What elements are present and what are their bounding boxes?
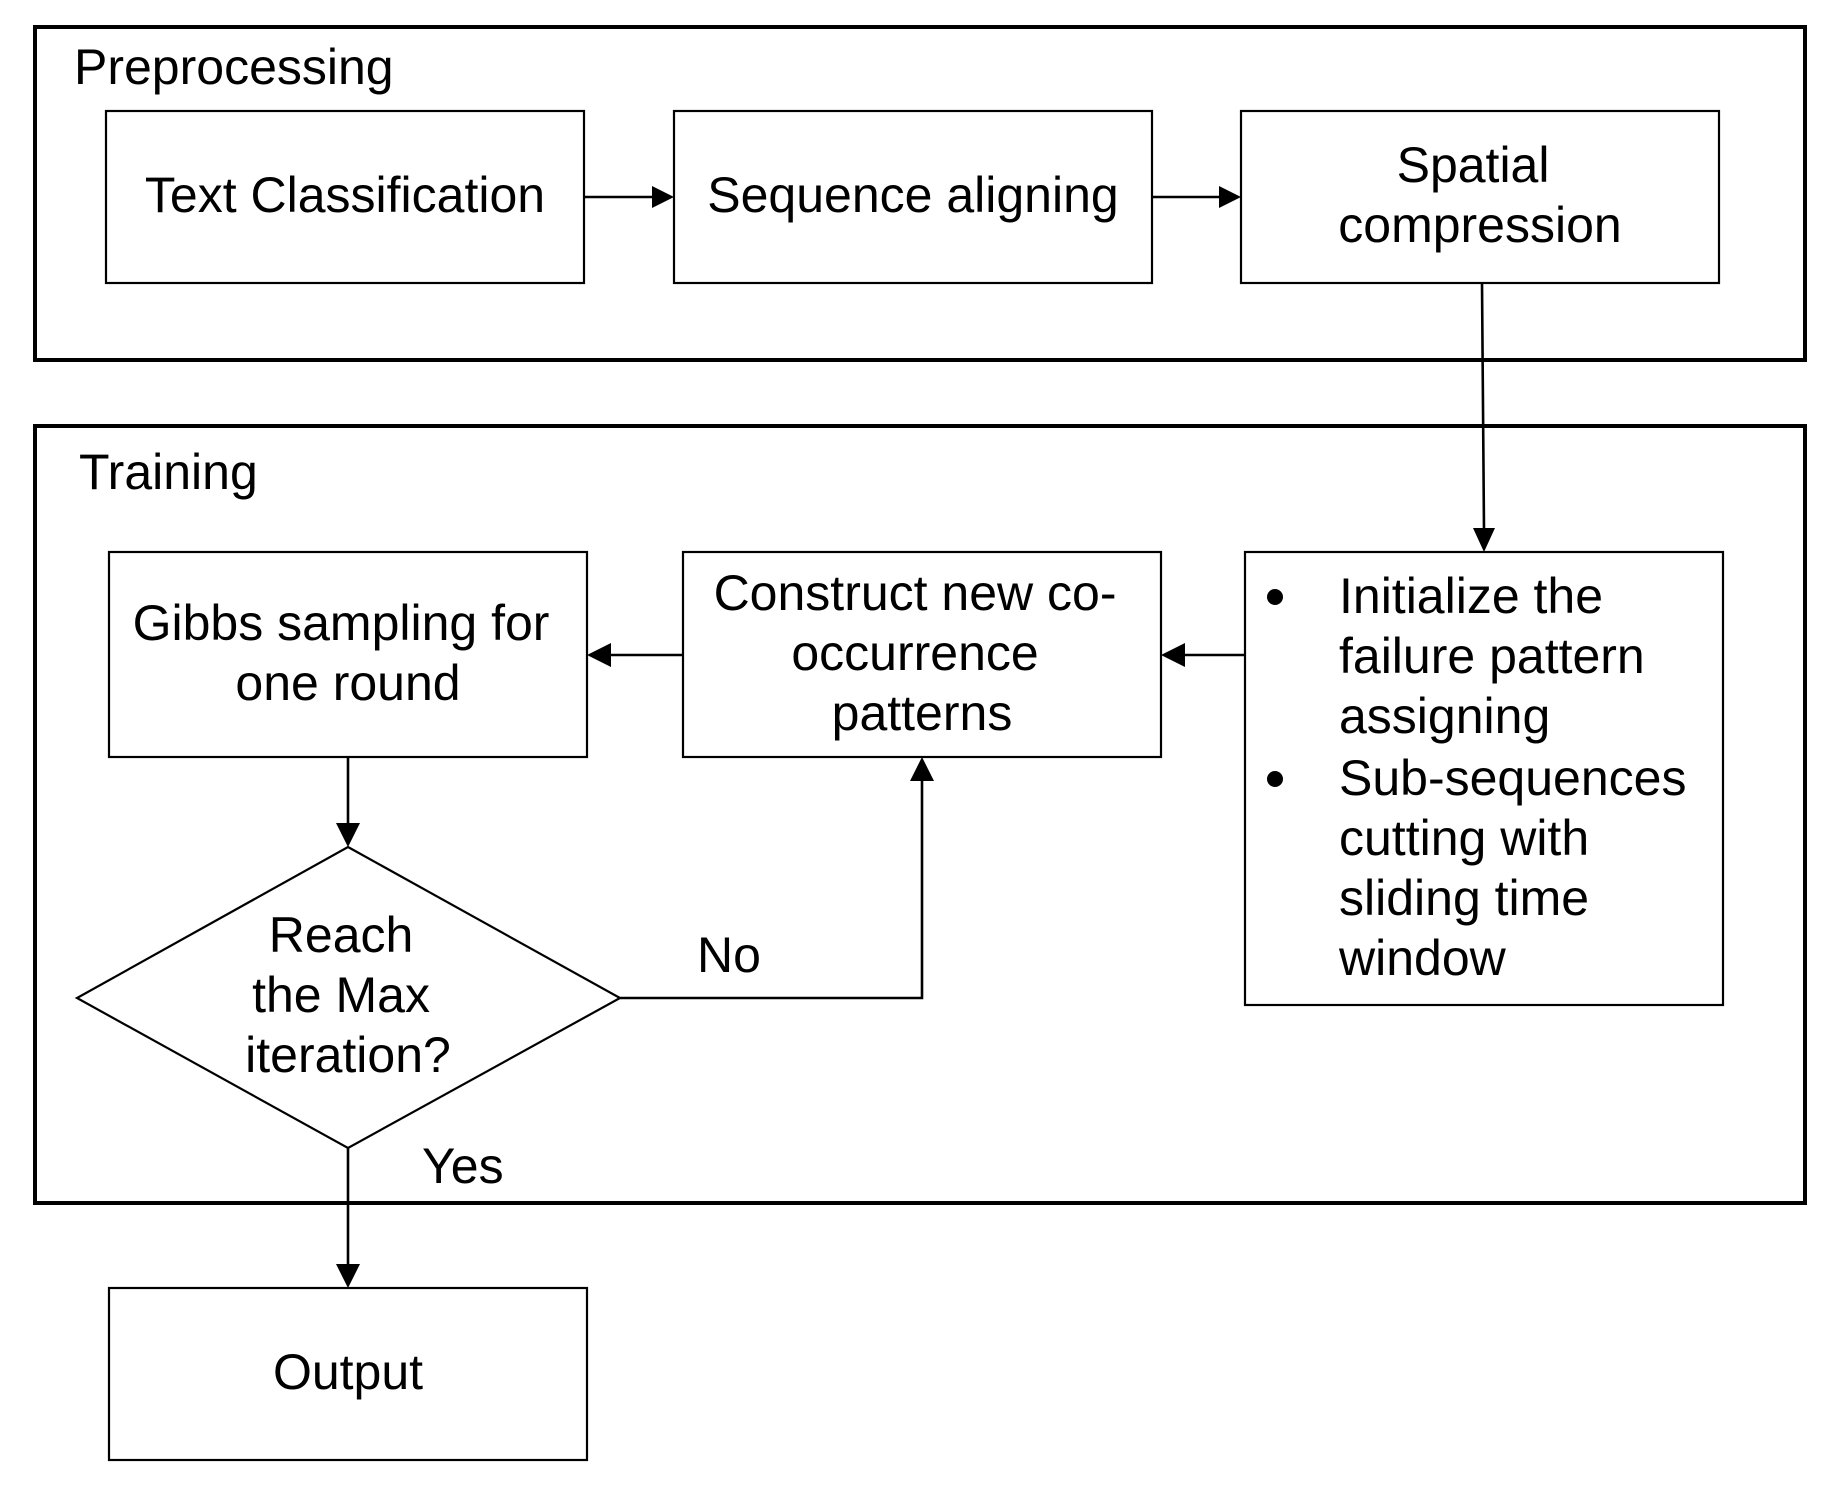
bullet-2-label: Sub-sequences cutting with sliding time … (1338, 750, 1700, 986)
output-label: Output (273, 1344, 423, 1400)
bullet-2-line-2: cutting with (1339, 810, 1589, 866)
decision-line-3: iteration? (245, 1027, 451, 1083)
construct-patterns-box (681, 550, 1163, 759)
arrow-yes-to-output-head (336, 1264, 360, 1288)
sequence-aligning-label: Sequence aligning (707, 167, 1118, 223)
text-classification-line: Text Classification (145, 167, 545, 223)
arrow-spatial-to-initialize-line (1480, 282, 1486, 531)
bullet-1-label: Initialize the failure pattern assigning (1339, 568, 1659, 744)
bullet-1-line-3: assigning (1339, 688, 1550, 744)
bullet-1-line-2: failure pattern (1339, 628, 1645, 684)
bullet-2-line-3: sliding time (1339, 870, 1589, 926)
sequence-aligning-line: Sequence aligning (707, 167, 1118, 223)
text-classification-label: Text Classification (145, 167, 545, 223)
arrow-spatial-to-initialize-head (1473, 528, 1495, 552)
construct-patterns-line-3: patterns (832, 685, 1013, 741)
spatial-compression-line-1: Spatial (1397, 137, 1550, 193)
training-frame (33, 424, 1807, 1205)
arrow-no-to-construct-line (620, 781, 924, 1000)
bullet-2-dot (1267, 771, 1283, 787)
bullet-2-line-1: Sub-sequences (1339, 750, 1686, 806)
decision-line-1: Reach (269, 907, 414, 963)
no-label: No (697, 927, 761, 983)
decision-label: Reach the Max iteration? (245, 907, 451, 1083)
gibbs-sampling-label: Gibbs sampling for one round (133, 595, 564, 711)
bullet-1-dot (1267, 589, 1283, 605)
spatial-compression-line-2: compression (1338, 197, 1621, 253)
text-classification-box (104, 109, 586, 285)
yes-label: Yes (422, 1138, 504, 1194)
decision-line-2: the Max (252, 967, 430, 1023)
spatial-compression-label: Spatial compression (1338, 137, 1621, 253)
construct-patterns-label: Construct new co- occurrence patterns (714, 565, 1131, 741)
bullet-1-line-1: Initialize the (1339, 568, 1603, 624)
arrow-sequence-to-spatial-head (1219, 186, 1241, 208)
preprocessing-frame (33, 25, 1807, 362)
construct-patterns-line-2: occurrence (791, 625, 1038, 681)
arrow-no-to-construct-head (910, 757, 934, 781)
preprocessing-title: Preprocessing (74, 39, 394, 95)
arrow-initialize-to-construct-head (1161, 643, 1185, 667)
gibbs-sampling-line-2: one round (235, 655, 460, 711)
bullet-2-line-4: window (1338, 930, 1507, 986)
gibbs-sampling-box (107, 550, 589, 759)
construct-patterns-line-1: Construct new co- (714, 565, 1117, 621)
training-title: Training (79, 444, 258, 500)
output-box (107, 1286, 589, 1462)
gibbs-sampling-line-1: Gibbs sampling for (133, 595, 550, 651)
arrow-gibbs-to-decision-head (336, 823, 360, 847)
arrow-construct-to-gibbs-head (587, 643, 611, 667)
sequence-aligning-box (672, 109, 1154, 285)
initialize-box (1243, 550, 1725, 1007)
spatial-compression-box (1239, 109, 1721, 285)
arrow-text-to-sequence-head (652, 186, 674, 208)
